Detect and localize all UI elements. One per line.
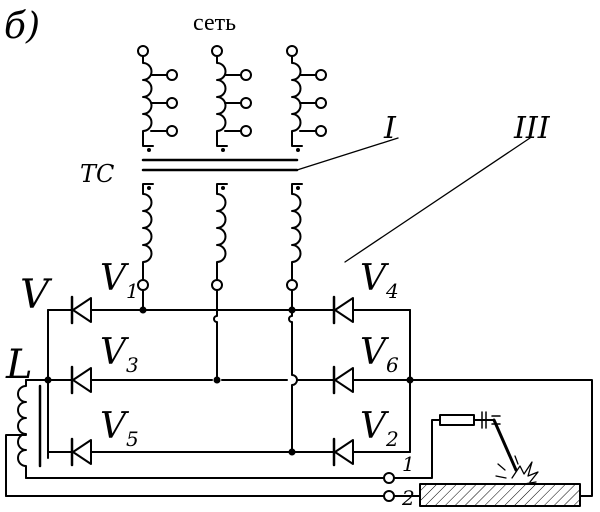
terminal-1-label: 1 bbox=[402, 452, 415, 476]
transformer-core bbox=[141, 158, 299, 172]
callout-III-leader bbox=[344, 137, 531, 263]
electrode bbox=[492, 418, 518, 472]
workpiece bbox=[419, 483, 581, 507]
diode-label-v1: V1 bbox=[100, 258, 139, 303]
diode-v2 bbox=[332, 437, 354, 467]
transformer-label: TC bbox=[80, 160, 114, 188]
diode-v1 bbox=[70, 295, 92, 325]
callout-III-label: III bbox=[513, 111, 551, 146]
secondary-winding-a bbox=[137, 183, 154, 291]
electrode-holder bbox=[439, 411, 501, 429]
diode-label-v2: V2 bbox=[360, 406, 399, 451]
callout-I-leader bbox=[296, 137, 399, 171]
diode-label-v4: V4 bbox=[360, 258, 399, 303]
terminal-2[interactable] bbox=[383, 490, 395, 502]
primary-winding-c bbox=[286, 45, 327, 152]
diode-v5 bbox=[70, 437, 92, 467]
secondary-winding-c bbox=[286, 183, 303, 291]
diode-v4 bbox=[332, 295, 354, 325]
arc-sparks bbox=[495, 455, 539, 485]
callout-I-label: I bbox=[383, 111, 397, 146]
terminal-1[interactable] bbox=[383, 472, 395, 484]
diode-v6 bbox=[332, 365, 354, 395]
secondary-winding-b bbox=[211, 183, 228, 291]
diode-label-v5: V5 bbox=[100, 406, 139, 451]
network-label: сеть bbox=[193, 10, 236, 36]
diode-label-v3: V3 bbox=[100, 332, 139, 377]
diode-v3 bbox=[70, 365, 92, 395]
inductor-label: L bbox=[5, 342, 33, 388]
diode-label-v6: V6 bbox=[360, 332, 399, 377]
primary-winding-a bbox=[137, 45, 178, 152]
panel-label: б) bbox=[4, 6, 40, 47]
inductor-L bbox=[17, 379, 49, 479]
electrode-cable bbox=[393, 419, 441, 479]
output-leads bbox=[5, 379, 593, 497]
terminal-2-label: 2 bbox=[401, 486, 415, 510]
primary-winding-b bbox=[211, 45, 252, 152]
